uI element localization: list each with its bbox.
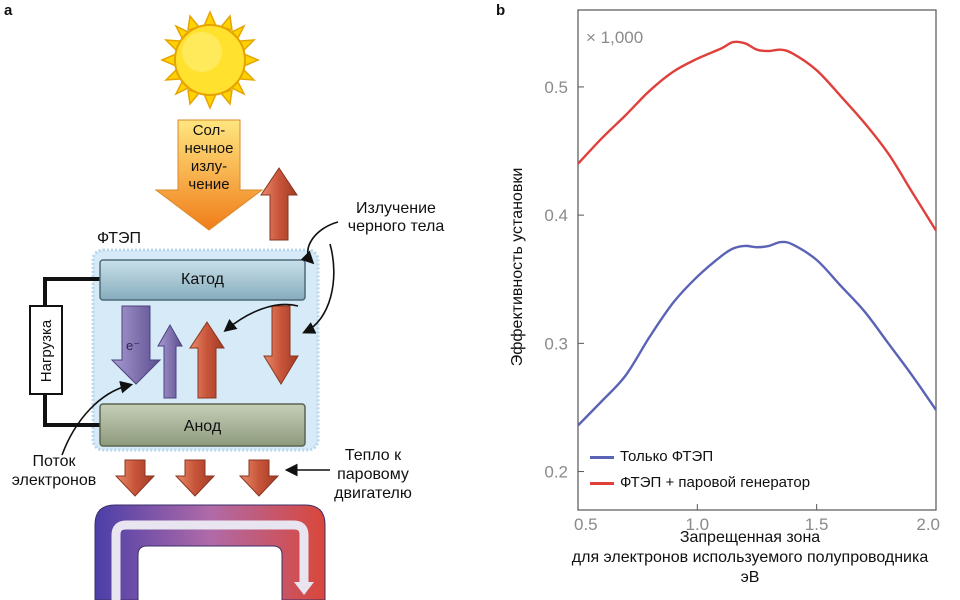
legend-item: ФТЭП + паровой генератор (590, 470, 810, 496)
heat-output-arrow (238, 459, 280, 497)
y-tick-label: 0.5 (544, 78, 568, 97)
steam-pipe (94, 504, 326, 600)
x-tick-label: 1.5 (805, 515, 829, 534)
y-tick-label: 0.2 (544, 463, 568, 482)
series-line-ftep-steam (577, 40, 938, 232)
y-tick-label: 0.4 (544, 206, 568, 225)
blackbody-radiation-label: Излучение черного тела (347, 200, 445, 235)
blackbody-pointer (223, 303, 299, 333)
radiation-down-arrow (263, 305, 299, 385)
y-axis-label: Эффективность установки (509, 167, 526, 367)
electron-down-arrow (110, 305, 162, 385)
x-tick-label: 2.0 (916, 515, 940, 534)
efficiency-chart: 0.2 0.3 0.4 0.5 0.5 1.0 1.5 2.0 (544, 9, 940, 534)
legend-label: ФТЭП + паровой генератор (620, 474, 811, 491)
sun-icon (160, 10, 260, 110)
panel-a-letter: a (4, 2, 13, 19)
load-circuit-wire (43, 277, 100, 427)
load-resistor (29, 305, 63, 395)
legend-swatch (590, 455, 614, 459)
legend-swatch (590, 481, 614, 485)
electron-up-arrow (157, 323, 183, 399)
cathode-plate (99, 259, 306, 301)
electron-flow-label: Поток электронов (11, 453, 97, 489)
scale-annotation: × 1,000 (586, 28, 644, 47)
x-tick-label: 0.5 (574, 515, 598, 534)
blackbody-pointer (300, 221, 339, 265)
load-label: Нагрузка (38, 319, 55, 383)
x-axis-label: Запрещенная зона для электронов использу… (571, 529, 929, 586)
solar-radiation-label: Сол- нечное излу- чение (184, 122, 234, 193)
y-tick-label: 0.3 (544, 334, 568, 353)
heat-up-arrow (189, 321, 225, 399)
legend-label: Только ФТЭП (620, 448, 714, 465)
panel-b-letter: b (496, 2, 506, 19)
heat-output-arrow (174, 459, 216, 497)
heat-to-engine-label: Тепло к паровому двигателю (334, 447, 412, 502)
blackbody-pointer (302, 243, 335, 334)
schematic-diagram (29, 10, 339, 600)
device-label: ФТЭП (97, 230, 142, 247)
cathode-label: Катод (181, 271, 224, 288)
blackbody-radiation-arrow (260, 167, 298, 241)
series-line-ftep-only (577, 240, 937, 427)
electron-flow-pointer (61, 380, 134, 456)
plot-frame (577, 9, 937, 511)
anode-label: Анод (183, 418, 222, 435)
electron-symbol: e⁻ (126, 338, 141, 353)
legend-item: Только ФТЭП (590, 444, 810, 470)
heat-output-arrow (114, 459, 156, 497)
x-tick-label: 1.0 (686, 515, 710, 534)
solar-radiation-arrow (154, 119, 264, 231)
legend: Только ФТЭП ФТЭП + паровой генератор (590, 444, 810, 496)
anode-plate (99, 403, 306, 447)
